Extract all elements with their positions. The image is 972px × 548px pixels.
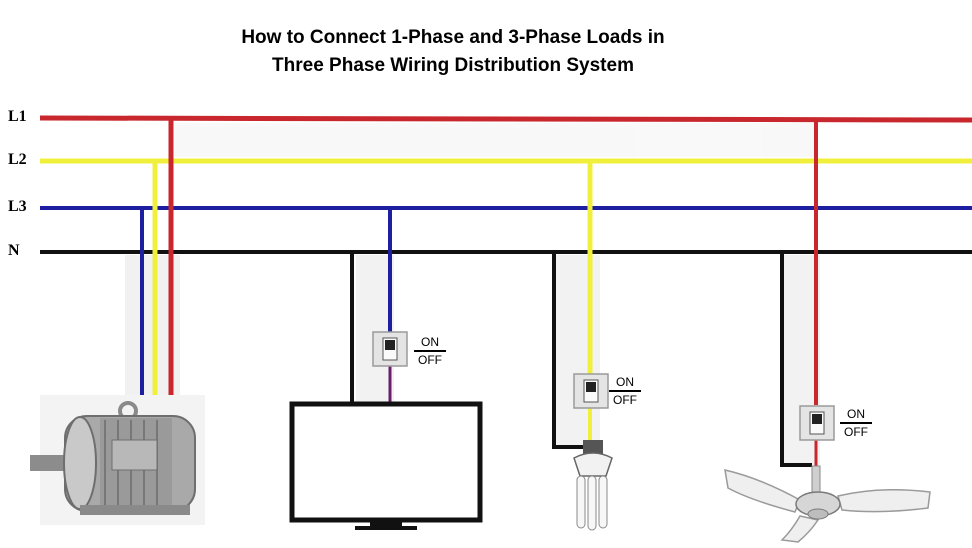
- bus-label-n: N: [8, 242, 20, 259]
- motor-icon: [30, 395, 205, 525]
- bus-label-l3: L3: [8, 198, 27, 215]
- switch-cfl-on-label: ON: [609, 375, 641, 392]
- fan-drop-neutral: [780, 252, 812, 467]
- switch-tv-on-label: ON: [414, 335, 446, 352]
- diagram-title-line-1: How to Connect 1-Phase and 3-Phase Loads…: [241, 27, 665, 48]
- bus-label-l1: L1: [8, 108, 27, 125]
- ceiling-fan-icon: [724, 465, 931, 543]
- diagram-title-line-2: Three Phase Wiring Distribution System: [272, 55, 634, 76]
- switch-tv[interactable]: [372, 331, 408, 367]
- switch-cfl[interactable]: [573, 373, 609, 409]
- switch-fan-off-label: OFF: [844, 425, 868, 439]
- switch-fan-on-label: ON: [840, 407, 872, 424]
- cfl-drop-neutral: [552, 252, 585, 449]
- bus-label-l2: L2: [8, 151, 27, 168]
- switch-tv-off-label: OFF: [418, 353, 442, 367]
- switch-fan[interactable]: [799, 405, 835, 441]
- cfl-bulb-icon: [573, 440, 613, 531]
- switch-cfl-off-label: OFF: [613, 393, 637, 407]
- television-icon: [289, 401, 483, 530]
- bus-line-l1: [39, 115, 972, 123]
